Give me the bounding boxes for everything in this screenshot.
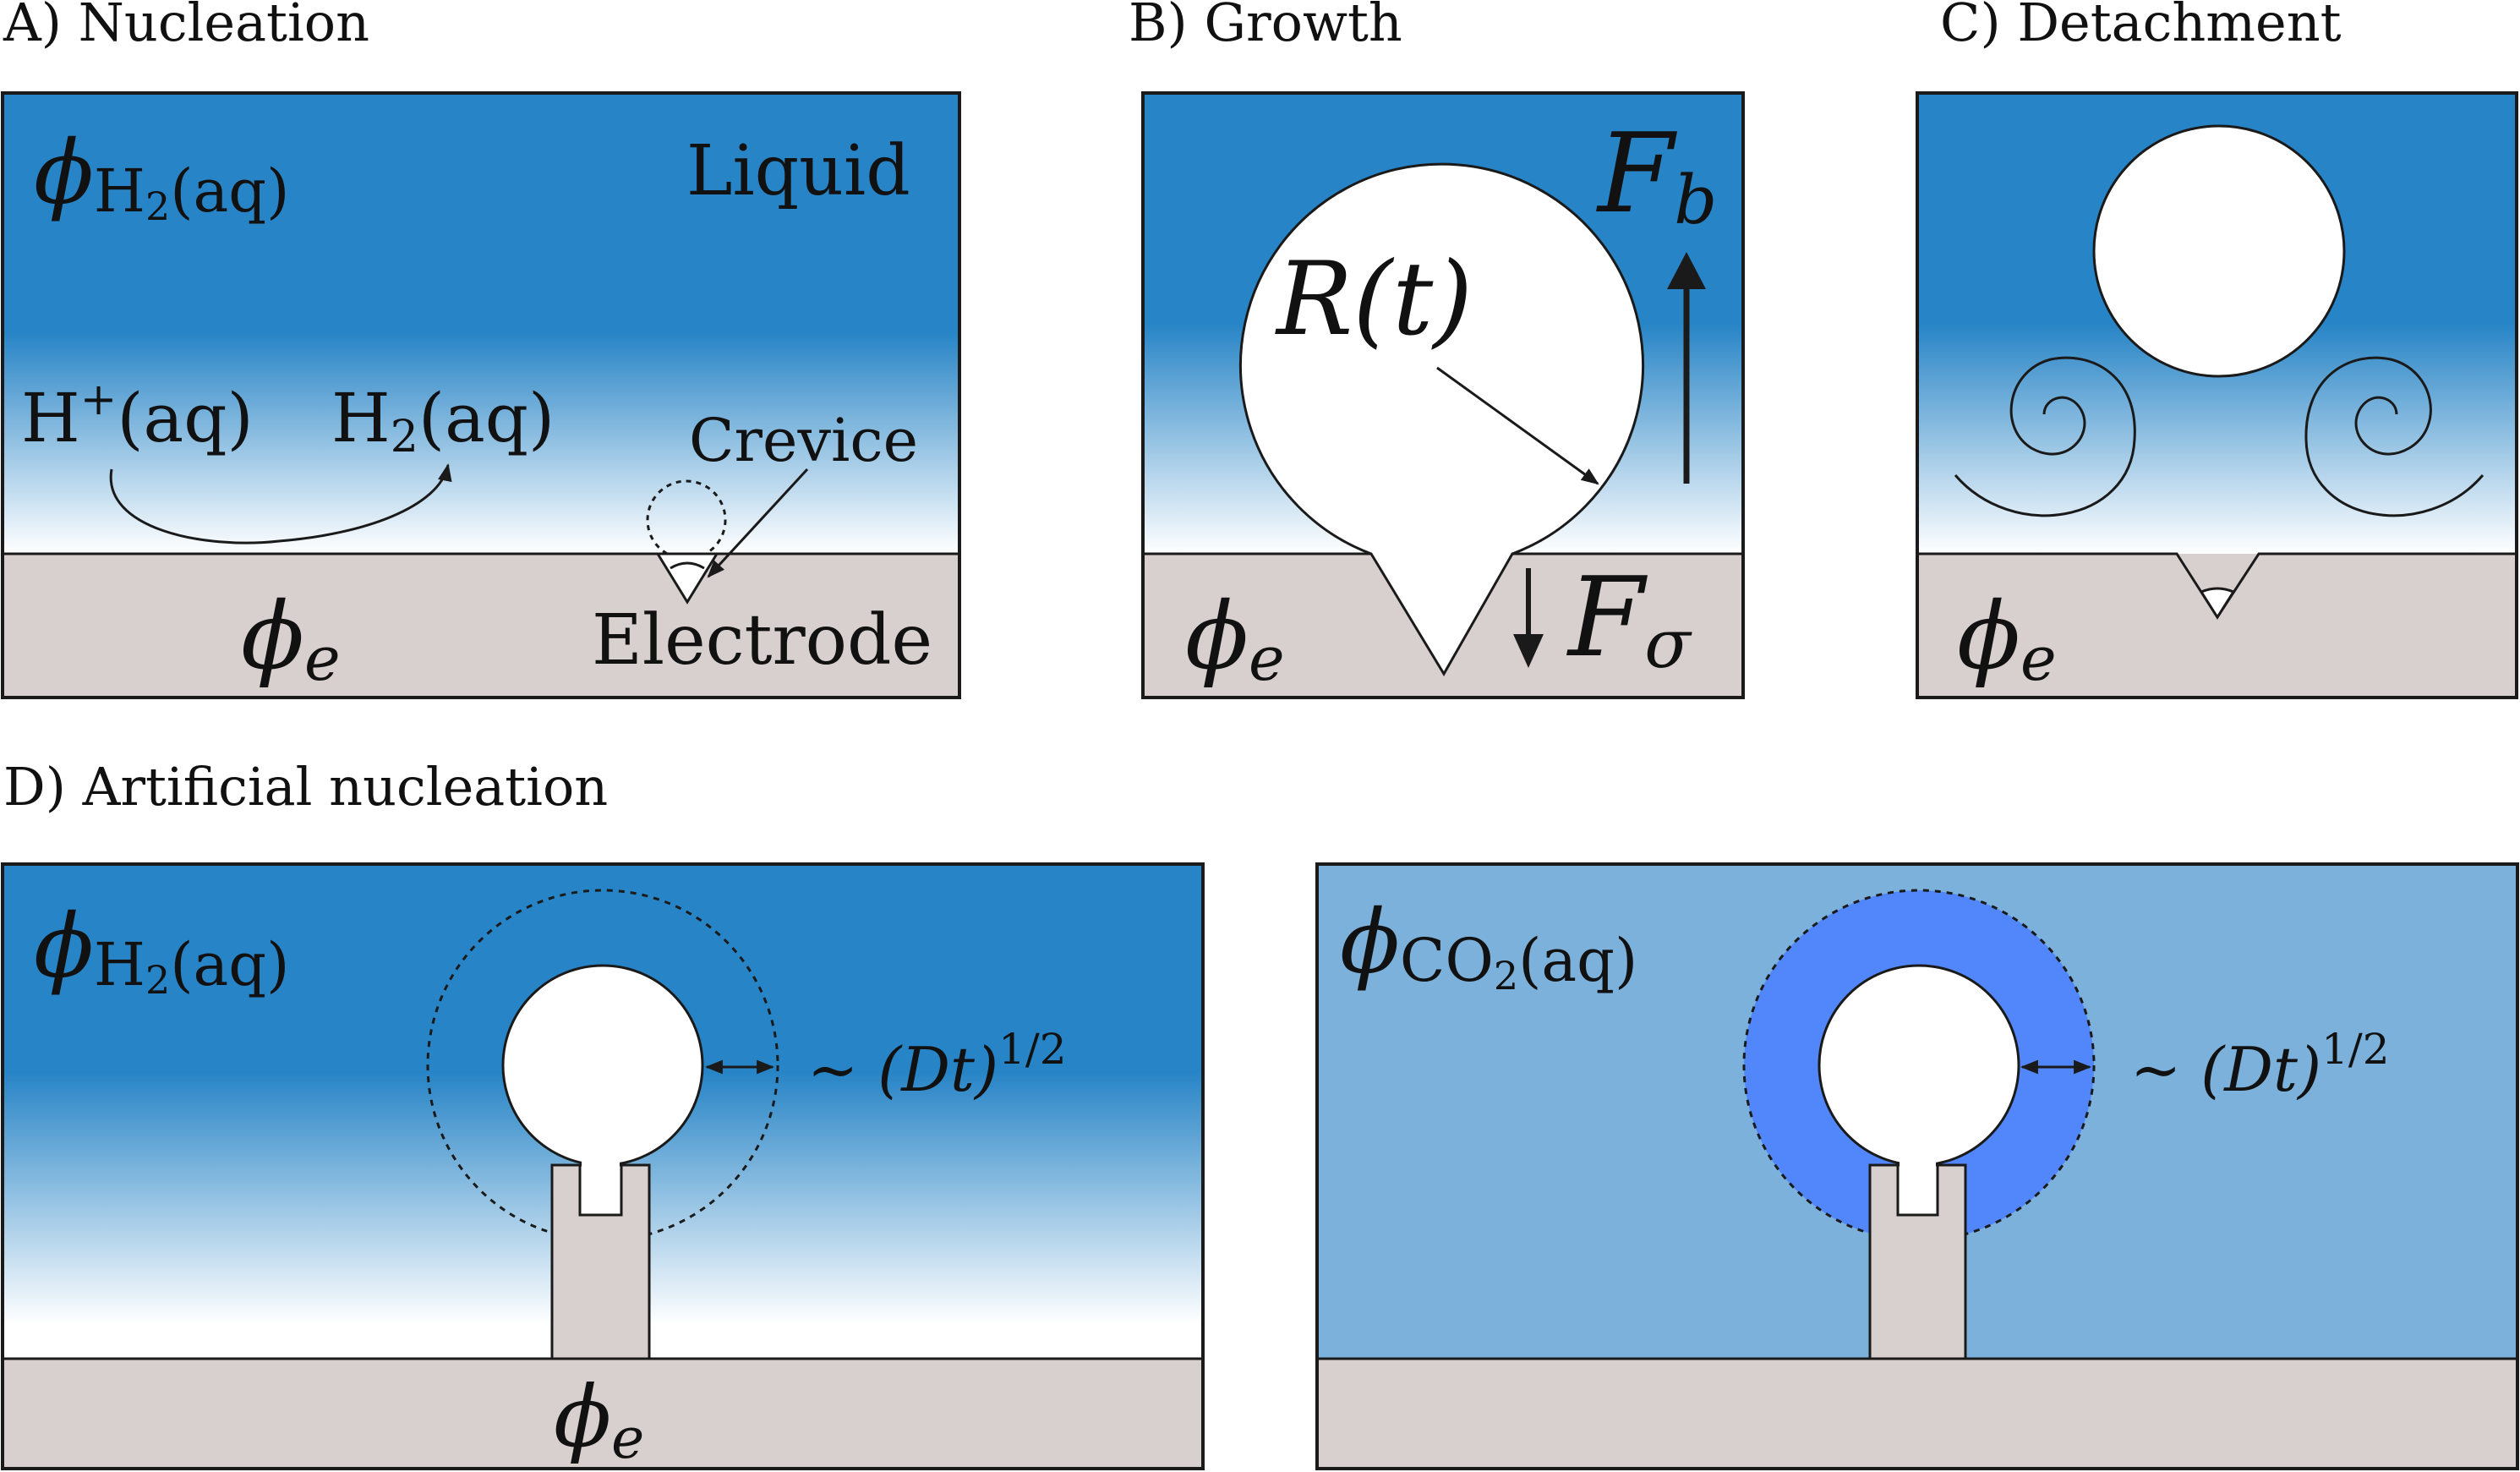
growing-bubble [1239,162,1644,676]
detached-bubble [2092,124,2346,378]
panel-b-title: B) Growth [1129,0,1402,53]
diffusion-length-label: ∼ (Dt)1/2 [807,1025,1067,1105]
pinned-bubble [1818,964,2020,1167]
phi-e-label: ϕe [1185,582,1285,694]
hplus-label: H+(aq) [21,375,254,457]
radius-label: R(t) [1275,241,1473,358]
h2-label: H2(aq) [331,379,555,462]
electrode-region [3,554,959,698]
vortex-left [1954,356,2136,517]
phi-e-label: ϕe [241,582,341,694]
phi-e-label: ϕe [554,1367,644,1471]
reaction-arrow [109,462,452,544]
panel-growth: B) Growth R(t) Fb Fσ ϕe [1129,0,1745,699]
panel-detachment: C) Detachment ϕe [1916,0,2518,699]
liquid-label: Liquid [686,131,910,211]
panel-d-title: D) Artificial nucleation [3,756,608,818]
vortex-right [2304,356,2484,517]
surface-tension-label: Fσ [1566,553,1692,683]
nucleation-pillar [550,1163,651,1360]
phi-co2-label: ϕCO2(aq) [1340,890,1637,999]
panel-artificial-nucleation: D) Artificial nucleation ϕH2(aq) ∼ (Dt)1… [1,756,2519,1471]
buoyancy-label: Fb [1596,109,1717,239]
pinned-bubble [501,964,704,1167]
phi-h2-label: ϕH2(aq) [34,895,289,1003]
electrode-label: Electrode [592,600,932,681]
panel-a-title: A) Nucleation [3,0,369,53]
diffusion-length-label: ∼ (Dt)1/2 [2130,1025,2390,1105]
radius-arrow [1436,366,1599,485]
panel-c-title: C) Detachment [1940,0,2342,53]
phi-h2-label: ϕH2(aq) [34,121,289,229]
crevice-label: Crevice [689,406,918,475]
panel-nucleation: A) Nucleation ϕH2(aq) Liquid H+(aq) H2(a… [1,0,961,699]
phi-e-label: ϕe [1957,582,2057,694]
